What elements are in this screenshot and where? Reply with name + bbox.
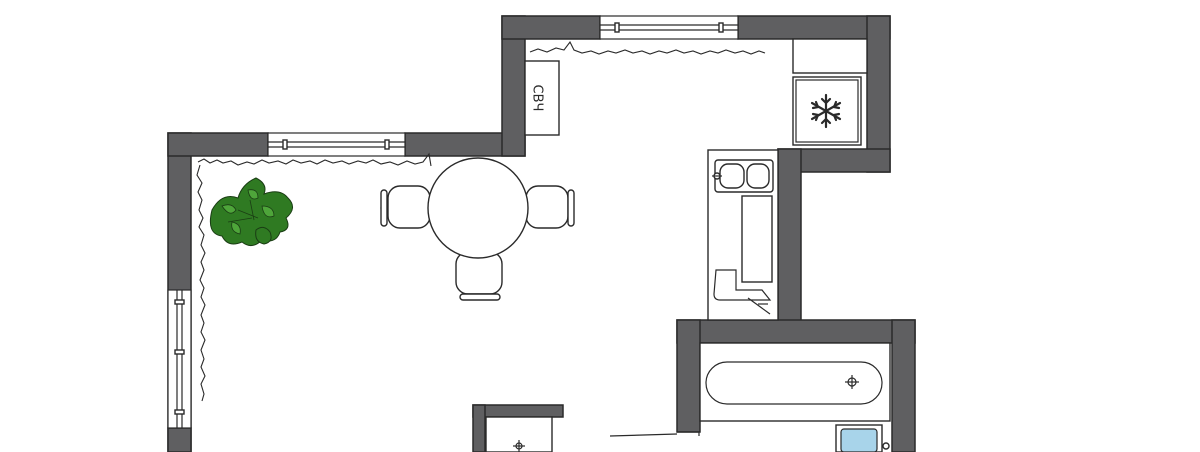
kitchen-corner	[792, 38, 868, 146]
microwave: СВЧ	[524, 60, 560, 136]
stove	[741, 195, 773, 283]
wall-top-left	[167, 132, 269, 157]
faucet-icon	[712, 172, 722, 180]
window-top-living	[267, 132, 406, 157]
round-table	[427, 157, 529, 259]
drain-icon	[845, 375, 859, 389]
plant-icon	[209, 177, 293, 246]
kitchen-sink	[712, 159, 774, 193]
wall-partition-side	[472, 404, 486, 452]
curtain-kitchen	[529, 40, 766, 55]
curtain-top-living	[197, 152, 432, 167]
curtains	[196, 40, 766, 402]
wall-left-stub	[167, 427, 192, 452]
snowflake-icon	[810, 93, 842, 129]
counter-corner	[792, 38, 868, 74]
chair-right	[525, 185, 575, 229]
wall-partition	[472, 404, 564, 418]
dining-set	[380, 157, 575, 301]
wall-bath-left	[676, 319, 701, 433]
windows	[167, 15, 739, 429]
bathroom-sink	[835, 424, 890, 452]
chair-left	[380, 185, 431, 229]
wall-top-kitchen-left	[501, 15, 601, 40]
window-top-kitchen	[599, 15, 739, 40]
curtain-left	[196, 164, 206, 402]
chair-bottom	[455, 251, 503, 301]
bathtub	[699, 342, 891, 422]
wall-bath-top	[676, 319, 916, 344]
bathroom	[609, 342, 891, 452]
bottom-cabinet	[485, 416, 553, 452]
wall-bath-right	[891, 319, 916, 452]
wall-kitchen-bath	[777, 148, 802, 346]
microwave-label: СВЧ	[530, 85, 545, 112]
kitchen-counter	[707, 149, 779, 321]
window-left	[167, 289, 192, 429]
